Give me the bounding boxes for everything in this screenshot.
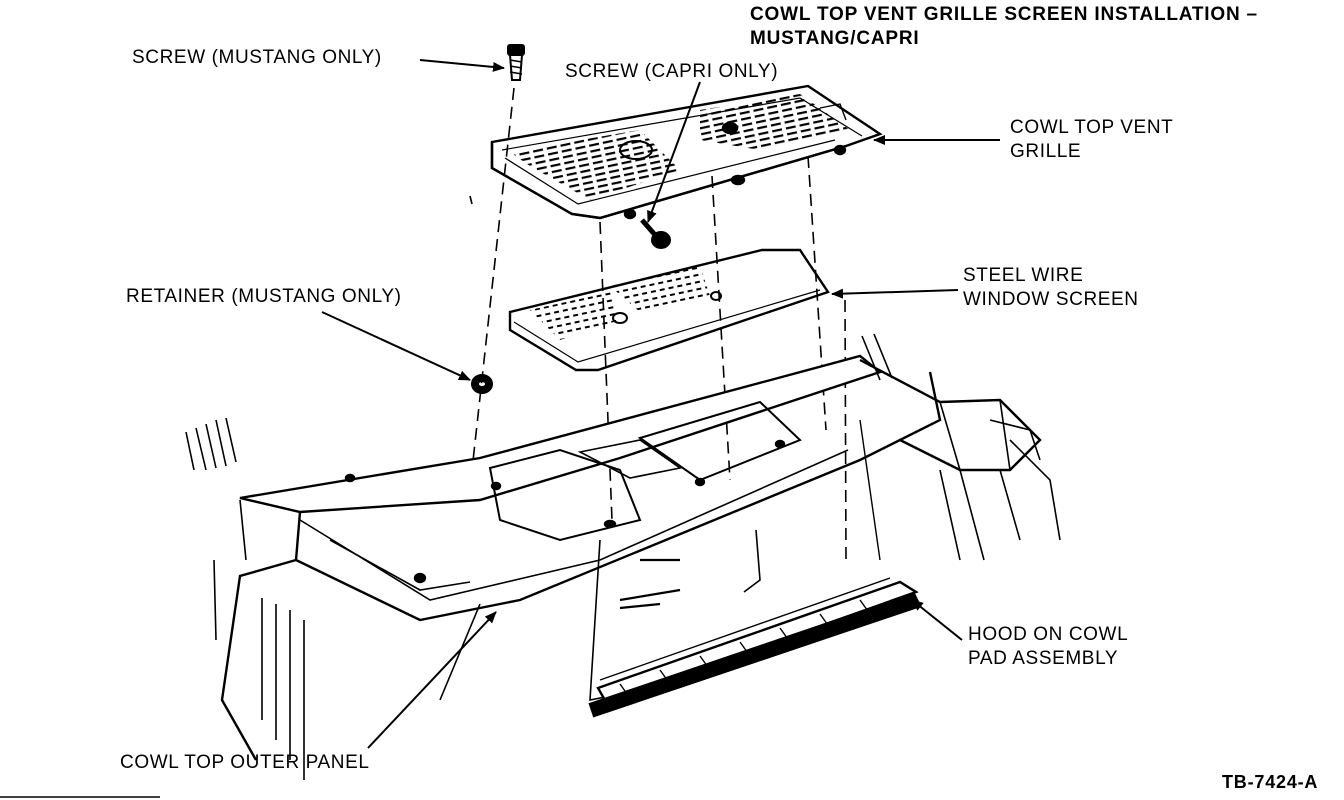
figure-id: TB-7424-A (1222, 772, 1319, 792)
label-cowl-top-vent-grille-line-2: GRILLE (1010, 141, 1082, 162)
right-body-hatching (861, 333, 1061, 561)
label-hood-on-cowl-pad: HOOD ON COWL PAD ASSEMBLY (968, 623, 1128, 671)
label-cowl-top-outer-panel: COWL TOP OUTER PANEL (120, 752, 370, 773)
diagram-title: COWL TOP VENT GRILLE SCREEN INSTALLATION… (750, 3, 1258, 51)
screw-mustang-part (507, 44, 525, 81)
label-steel-wire-line-1: STEEL WIRE (963, 265, 1084, 286)
label-retainer-mustang: RETAINER (MUSTANG ONLY) (126, 286, 402, 307)
label-screw-mustang: SCREW (MUSTANG ONLY) (132, 47, 382, 68)
label-screw-capri: SCREW (CAPRI ONLY) (565, 61, 779, 82)
title-line-2: MUSTANG/CAPRI (750, 28, 920, 49)
label-cowl-top-vent-grille-line-1: COWL TOP VENT (1010, 117, 1174, 138)
label-hood-on-cowl-line-2: PAD ASSEMBLY (968, 648, 1119, 669)
screw-capri-part (640, 218, 671, 249)
label-steel-wire-line-2: WINDOW SCREEN (963, 289, 1139, 310)
hood-on-cowl-pad-assembly (588, 577, 922, 718)
leader-lines (321, 59, 1000, 749)
label-cowl-top-vent-grille: COWL TOP VENT GRILLE (1010, 116, 1173, 164)
label-steel-wire-window-screen: STEEL WIRE WINDOW SCREEN (963, 264, 1139, 312)
cowl-top-vent-grille (490, 84, 883, 220)
steel-wire-window-screen (508, 248, 830, 372)
label-hood-on-cowl-line-1: HOOD ON COWL (968, 624, 1129, 645)
retainer-mustang-part (471, 374, 493, 394)
left-body-hatching (185, 417, 305, 780)
cowl-top-outer-panel (220, 354, 1042, 761)
title-line-1: COWL TOP VENT GRILLE SCREEN INSTALLATION… (750, 4, 1258, 25)
